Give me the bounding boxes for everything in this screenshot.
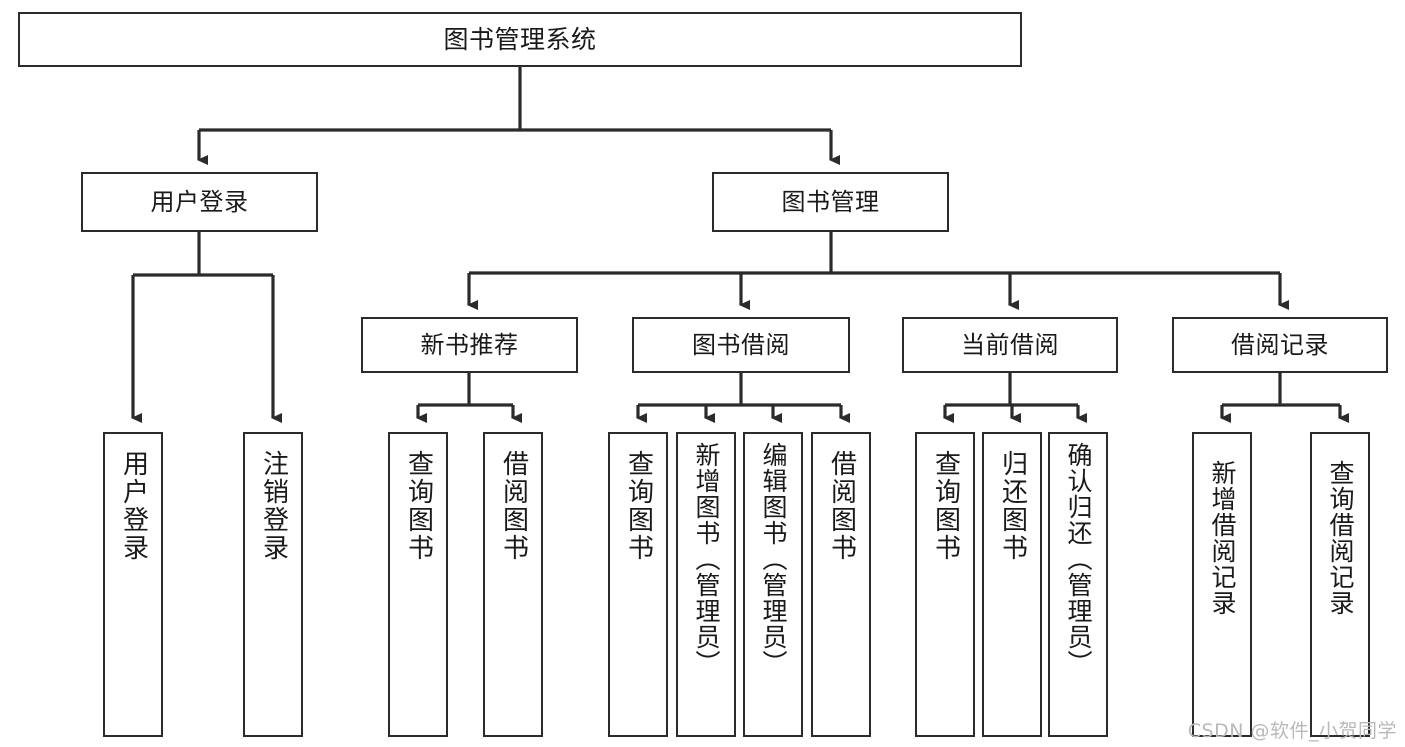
node-new-book-recommend[interactable]: 新书推荐: [361, 317, 578, 373]
node-book-borrow-label: 图书借阅: [692, 331, 790, 359]
node-leaf-query-record[interactable]: 查询借阅记录: [1310, 432, 1370, 737]
node-leaf-add-record[interactable]: 新增借阅记录: [1192, 432, 1252, 737]
node-leaf-return-book[interactable]: 归还图书: [982, 432, 1042, 737]
node-leaf-user-logout-label: 注销登录: [258, 450, 289, 562]
node-leaf-query-book-1-label: 查询图书: [403, 450, 434, 562]
node-leaf-query-book-3-label: 查询图书: [930, 450, 961, 562]
node-leaf-add-book[interactable]: 新增图书（管理员）: [676, 432, 736, 737]
node-leaf-query-book-2-label: 查询图书: [623, 450, 654, 562]
node-leaf-confirm-return-label: 确认归还（管理员）: [1064, 442, 1093, 676]
node-current-borrow-label: 当前借阅: [961, 331, 1059, 359]
node-book-manage-label: 图书管理: [781, 188, 880, 216]
node-new-book-recommend-label: 新书推荐: [420, 331, 519, 359]
node-leaf-borrow-book-2-label: 借阅图书: [826, 450, 857, 562]
node-current-borrow[interactable]: 当前借阅: [902, 317, 1118, 373]
node-leaf-borrow-book-1-label: 借阅图书: [498, 450, 529, 562]
node-leaf-add-record-label: 新增借阅记录: [1208, 460, 1237, 616]
node-user-login[interactable]: 用户登录: [81, 172, 318, 232]
node-leaf-add-book-label: 新增图书（管理员）: [692, 442, 721, 676]
node-leaf-query-record-label: 查询借阅记录: [1326, 460, 1355, 616]
node-leaf-edit-book[interactable]: 编辑图书（管理员）: [743, 432, 803, 737]
node-borrow-record-label: 借阅记录: [1231, 331, 1329, 359]
node-leaf-edit-book-label: 编辑图书（管理员）: [759, 442, 788, 676]
node-leaf-borrow-book-2[interactable]: 借阅图书: [811, 432, 871, 737]
node-leaf-user-logout[interactable]: 注销登录: [243, 432, 303, 737]
node-leaf-query-book-1[interactable]: 查询图书: [388, 432, 448, 737]
node-leaf-query-book-3[interactable]: 查询图书: [915, 432, 975, 737]
node-book-borrow[interactable]: 图书借阅: [632, 317, 850, 373]
node-leaf-user-login[interactable]: 用户登录: [103, 432, 163, 737]
node-root-label: 图书管理系统: [443, 25, 597, 54]
node-leaf-user-login-label: 用户登录: [118, 450, 149, 562]
node-borrow-record[interactable]: 借阅记录: [1172, 317, 1388, 373]
node-root[interactable]: 图书管理系统: [18, 12, 1022, 67]
node-leaf-confirm-return[interactable]: 确认归还（管理员）: [1048, 432, 1108, 737]
node-leaf-query-book-2[interactable]: 查询图书: [608, 432, 668, 737]
node-leaf-borrow-book-1[interactable]: 借阅图书: [483, 432, 543, 737]
node-book-manage[interactable]: 图书管理: [712, 172, 949, 232]
node-user-login-label: 用户登录: [150, 188, 249, 216]
node-leaf-return-book-label: 归还图书: [997, 450, 1028, 562]
csdn-watermark: CSDN @软件_小贺同学: [1187, 720, 1397, 742]
